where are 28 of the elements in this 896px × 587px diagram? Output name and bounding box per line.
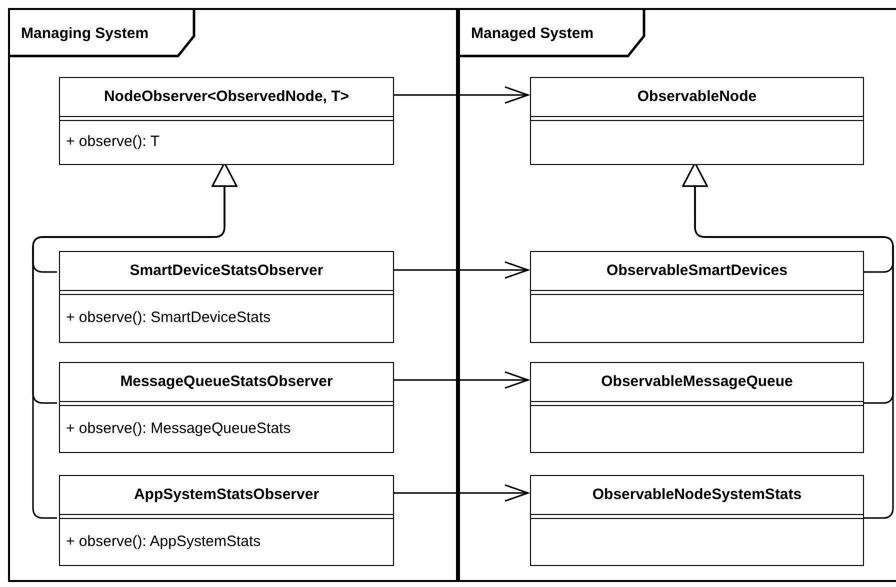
- method-text: + observe(): MessageQueueStats: [66, 418, 291, 439]
- class-box: [530, 251, 864, 343]
- class-name: MessageQueueStatsObserver: [120, 372, 333, 392]
- arrow: [392, 371, 529, 389]
- frame-label: Managed System: [471, 24, 594, 44]
- arrow: [392, 261, 529, 279]
- class-name: NodeObserver<ObservedNode, T>: [104, 86, 350, 107]
- frame-label: Managing System: [21, 24, 149, 44]
- class-box: [59, 362, 394, 453]
- class-box: [59, 251, 394, 343]
- class-name: ObservableNode: [637, 86, 757, 107]
- class-box: [530, 475, 864, 566]
- method-text: + observe(): T: [66, 132, 160, 152]
- frame: [8, 8, 458, 582]
- class-name: ObservableNodeSystemStats: [592, 484, 802, 505]
- class-name: ObservableMessageQueue: [601, 372, 793, 392]
- method-text: + observe(): AppSystemStats: [66, 532, 261, 552]
- class-box: [59, 77, 394, 165]
- arrow: [392, 484, 529, 502]
- class-box: [530, 362, 864, 453]
- class-name: AppSystemStatsObserver: [134, 484, 320, 505]
- class-box: [530, 77, 864, 165]
- class-box: [59, 475, 394, 566]
- class-name: ObservableSmartDevices: [606, 260, 788, 281]
- frame: [458, 8, 896, 582]
- arrow: [392, 86, 529, 104]
- class-name: SmartDeviceStatsObserver: [130, 260, 324, 281]
- method-text: + observe(): SmartDeviceStats: [66, 308, 271, 328]
